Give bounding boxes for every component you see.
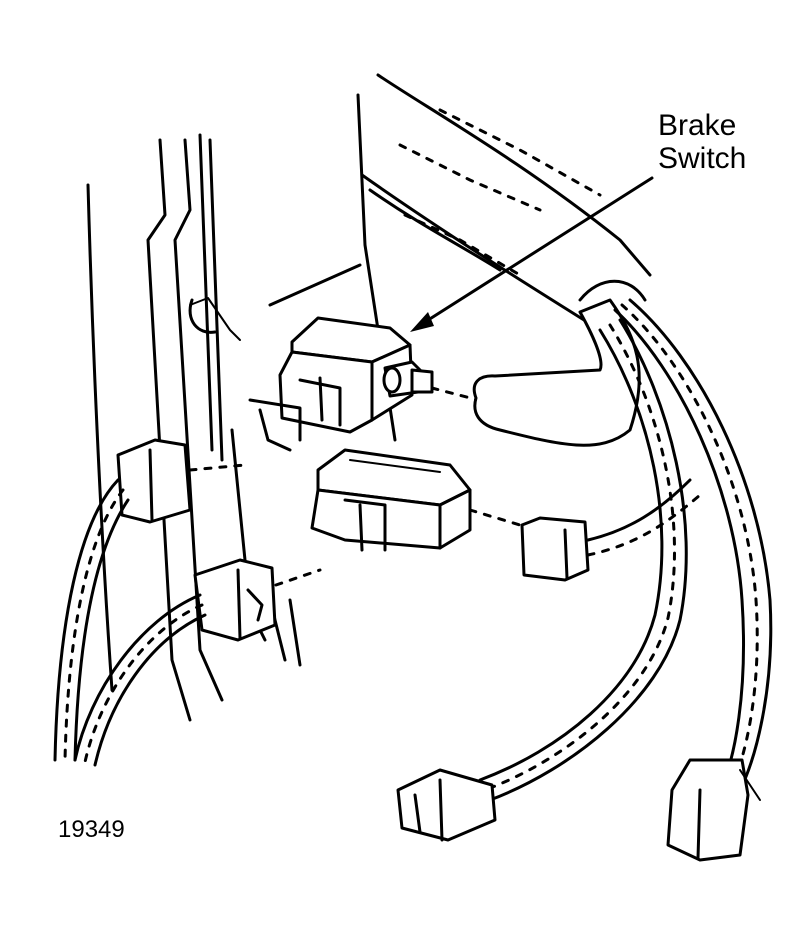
figure-number: 19349 [58, 816, 125, 843]
end-connectors [398, 760, 760, 860]
callout-label-line2: Switch [658, 142, 747, 175]
brake-switch [250, 318, 432, 450]
brake-switch-leader [410, 178, 652, 332]
left-connectors [118, 440, 320, 640]
leader-arrowhead [410, 312, 434, 332]
pedal-bracket [88, 135, 300, 720]
wire-harness [55, 300, 771, 800]
mounting-plate [270, 75, 650, 440]
lower-switch-connector [312, 450, 588, 580]
switch-plunger-hose [432, 281, 645, 445]
callout-label-line1: Brake [658, 109, 737, 142]
